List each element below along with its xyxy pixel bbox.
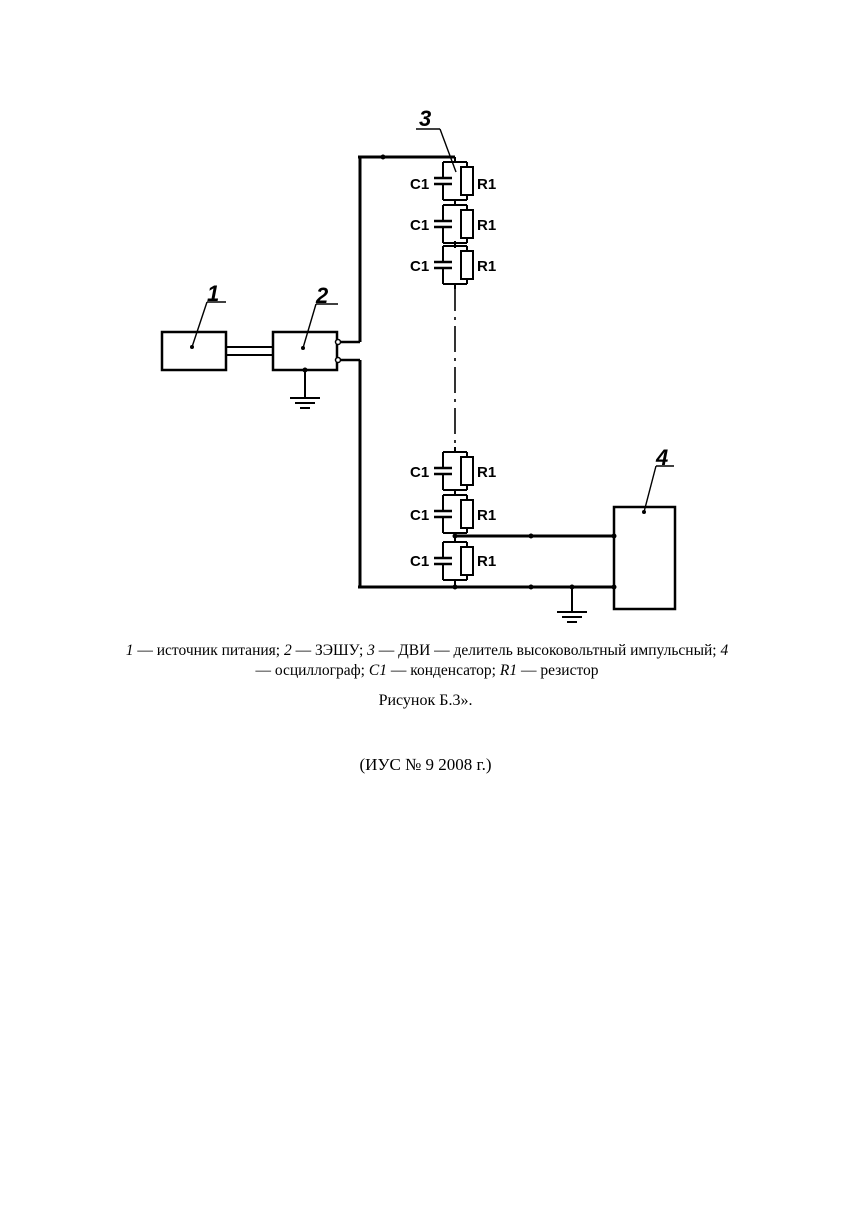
zeshu-block [271,330,339,372]
legend-key-3: 3 [367,642,375,659]
legend-text-4: — осциллограф; [255,662,365,679]
zeshu-output-bottom [334,356,342,364]
callout-label-2: 2 [315,283,329,308]
resistor-label-5: R1 [477,507,496,524]
capacitor-label-6: C1 [410,553,429,570]
callout-leader-3 [439,128,457,173]
legend-text-1: — источник питания; [137,642,281,659]
divider-stage-4 [434,447,474,495]
callout-label-4: 4 [655,445,668,470]
legend-key-6: R1 [499,662,518,679]
resistor-label-4: R1 [477,464,496,481]
legend-text-5: — конденсатор; [390,662,496,679]
figure-caption: Рисунок Б.3». [378,692,473,709]
resistor-label-1: R1 [477,176,496,193]
capacitor-label-5: C1 [410,507,429,524]
divider-stage-6 [434,537,474,587]
resistor-label-2: R1 [477,217,496,234]
callout-leader-1 [191,301,208,348]
callout-leader-2 [302,303,317,349]
legend-text-2: — ЗЭШУ; [295,642,364,659]
resistor-label-3: R1 [477,258,496,275]
capacitor-label-1: C1 [410,176,429,193]
return-node-mid [528,584,534,590]
divider-stage-5 [434,490,474,538]
divider-stage-1 [434,157,474,205]
callout-label-3: 3 [419,106,431,131]
power-source-block [160,330,228,372]
legend-key-2: 2 [283,642,292,659]
callout-leader-4 [643,465,657,513]
capacitor-label-2: C1 [410,217,429,234]
resistor-label-6: R1 [477,553,496,570]
legend-key-1: 1 [125,642,134,659]
legend-text-3: — ДВИ — делитель высоковольтный импульсн… [378,642,717,659]
divider-stage-3 [434,241,474,289]
legend-key-5: C1 [368,662,387,679]
capacitor-label-3: C1 [410,258,429,275]
measure-node-mid [528,533,534,539]
figure-legend: 1 — источник питания; 2 — ЗЭШУ; 3 — ДВИ … [122,641,732,681]
legend-key-4: 4 [720,642,729,659]
capacitor-label-4: C1 [410,464,429,481]
oscilloscope-block [612,505,677,611]
callout-label-1: 1 [207,281,219,306]
divider-stage-2 [434,200,474,248]
amendment-note: (ИУС № 9 2008 г.) [359,755,492,774]
circuit-schematic: 1 2 3 4 C1 R1 C1 R1 C1 R1 C1 R1 C1 R1 C1… [160,106,677,623]
legend-text-6: — резистор [520,662,599,679]
zeshu-output-top [334,338,342,346]
hv-node [380,154,386,160]
